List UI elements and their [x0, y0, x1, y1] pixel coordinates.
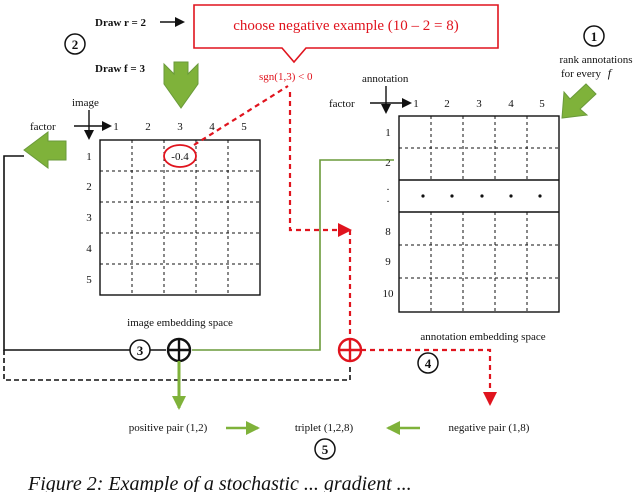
- image-row-label: 3: [86, 212, 92, 224]
- svg-text:3: 3: [137, 343, 144, 358]
- callout-box: [193, 4, 499, 64]
- annotation-row-label: 10: [383, 288, 395, 300]
- black-combine-icon: [166, 337, 192, 363]
- step-badge-5: 5: [314, 438, 336, 460]
- annotation-row-label: 1: [385, 127, 391, 139]
- negative-pair-label: negative pair (1,8): [449, 422, 530, 434]
- image-row-label: 2: [86, 181, 92, 193]
- annotation-factor-label: factor: [329, 98, 355, 110]
- image-row-label: 4: [86, 243, 92, 255]
- annotation-row-label: 8: [385, 226, 391, 238]
- green-rank-arrow-icon: [561, 83, 597, 119]
- svg-text:4: 4: [425, 356, 432, 371]
- image-factor-label: factor: [30, 121, 56, 133]
- callout-text: choose negative example (10 – 2 = 8): [233, 18, 458, 34]
- image-col-label: 5: [241, 121, 247, 133]
- svg-text:2: 2: [72, 37, 79, 52]
- green-factor-arrow-icon: [23, 131, 67, 169]
- red-dashed-sgn-link: [193, 85, 289, 146]
- annotation-col-label: 2: [444, 98, 450, 110]
- annotation-row-label: .: [387, 181, 390, 193]
- draw-f-label: Draw f = 3: [95, 63, 145, 75]
- image-grid-frame: [99, 139, 261, 296]
- positive-pair-label: positive pair (1,2): [129, 422, 208, 434]
- green-down-arrow-icon: [163, 61, 199, 109]
- black-dashed-loop: [3, 350, 351, 381]
- black-image-link: [3, 155, 166, 351]
- draw-r-label: Draw r = 2: [95, 17, 146, 29]
- annotation-axis-label: annotation: [362, 73, 409, 85]
- svg-text:5: 5: [322, 442, 329, 457]
- annotation-matrix: annotation factor 1 2 3 4 5 1 2 . . 8 9 …: [329, 73, 560, 343]
- annotation-row-label: .: [387, 193, 390, 205]
- rank-note-line1: rank annotations: [559, 54, 632, 66]
- highlight-cell-ring: [163, 144, 197, 168]
- annotation-matrix-caption: annotation embedding space: [420, 331, 545, 343]
- image-col-label: 3: [177, 121, 183, 133]
- annotation-col-label: 1: [413, 98, 419, 110]
- step-badge-2: 2: [64, 33, 86, 55]
- green-positive-link: [192, 159, 394, 351]
- annotation-row-label: 9: [385, 256, 391, 268]
- image-axis-label: image: [72, 97, 99, 109]
- step-badge-4: 4: [417, 352, 439, 374]
- image-row-label: 5: [86, 274, 92, 286]
- annotation-col-label: 3: [476, 98, 482, 110]
- annotation-col-label: 5: [539, 98, 545, 110]
- svg-text:1: 1: [591, 29, 598, 44]
- rank-note-line2: for every f: [561, 66, 613, 80]
- figure-caption-fragment: Figure 2: Example of a stochastic ... gr…: [27, 473, 412, 492]
- annotation-row-label: 2: [385, 157, 391, 169]
- image-col-label: 2: [145, 121, 151, 133]
- red-combine-icon: [337, 337, 363, 363]
- step-badge-3: 3: [129, 339, 151, 361]
- annotation-ellipsis-dots: [421, 194, 542, 198]
- step-badge-1: 1: [583, 25, 605, 47]
- image-matrix: image factor 1 2 3 4 5 1 2 3 4 5 -0.4: [30, 97, 261, 329]
- annotation-grid-frame: [398, 115, 560, 313]
- red-dashed-to-negative: [361, 348, 497, 406]
- highlight-cell-value: -0.4: [171, 151, 189, 163]
- red-dashed-negative-path: [288, 92, 352, 237]
- annotation-grid-lines: [399, 116, 559, 312]
- image-row-label: 1: [86, 151, 92, 163]
- triplet-label: triplet (1,2,8): [295, 422, 354, 434]
- image-matrix-caption: image embedding space: [127, 317, 233, 329]
- annotation-col-label: 4: [508, 98, 514, 110]
- sgn-note: sgn(1,3) < 0: [259, 71, 313, 83]
- image-col-label: 1: [113, 121, 119, 133]
- image-grid-lines: [100, 140, 260, 295]
- image-col-label: 4: [209, 121, 215, 133]
